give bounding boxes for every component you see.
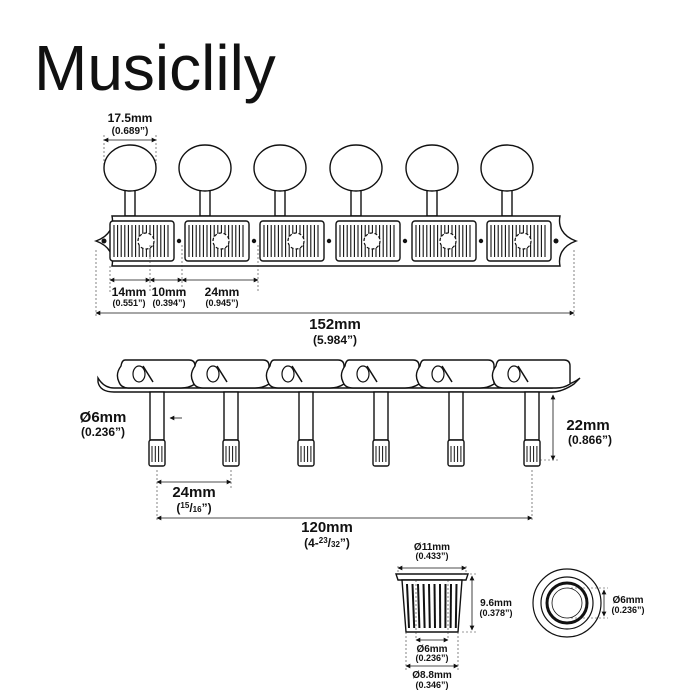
- post-shaft: [373, 391, 389, 441]
- bushing-rib: [454, 583, 458, 629]
- post-circle: [212, 232, 230, 250]
- total-length-mm: 152mm: [309, 316, 361, 333]
- housing-screw: [132, 365, 146, 383]
- bushing-inner-dia-mm: Ø6mm: [416, 644, 447, 655]
- span-mm: 120mm: [301, 519, 353, 536]
- tuner-button: [480, 144, 534, 192]
- bushing-rib: [422, 583, 426, 629]
- side-spacing-in: (15/16”): [176, 501, 211, 515]
- bushing-top-ring: [545, 581, 589, 625]
- bushing-inner-dia-in: (0.236”): [415, 653, 448, 663]
- bushing-height-in: (0.378”): [479, 608, 512, 618]
- post-tip: [148, 439, 166, 467]
- span-in: (4-23/32”): [304, 536, 350, 550]
- mount-hole-left: [101, 238, 107, 244]
- post-tip: [447, 439, 465, 467]
- housing-edge: [291, 365, 303, 383]
- tuner-button: [103, 144, 157, 192]
- top-view: 17.5mm (0.689”) 14mm (0.551”) 10mm (0.39…: [93, 111, 579, 347]
- housing-edge: [142, 365, 154, 383]
- bushing-side: Ø11mm (0.433”) 9.6mm (0.378”) Ø6mm (0.23…: [395, 542, 513, 690]
- tuner-housing: [415, 359, 495, 389]
- side-spacing-mm: 24mm: [172, 484, 215, 501]
- rivet: [251, 238, 257, 244]
- edge-to-post-mm: 14mm: [112, 285, 147, 299]
- mount-hole-right: [553, 238, 559, 244]
- side-view: Ø6mm (0.236”) 22mm (0.866”) 24mm (15/16”…: [80, 359, 612, 550]
- post-shaft: [298, 391, 314, 441]
- post-shaft: [448, 391, 464, 441]
- button-width-mm: 17.5mm: [108, 111, 153, 125]
- bushing-rib: [433, 583, 436, 629]
- post-height-mm: 22mm: [566, 417, 609, 434]
- rivet: [402, 238, 408, 244]
- bushing-top-hole: [551, 587, 583, 619]
- tuner-housing: [340, 359, 420, 389]
- housing-edge: [366, 365, 378, 383]
- bushing-top-dia-mm: Ø11mm: [414, 542, 450, 553]
- tuner-button: [178, 144, 232, 192]
- post-tip: [523, 439, 541, 467]
- post-height-in: (0.866”): [568, 433, 612, 447]
- rivet: [326, 238, 332, 244]
- housing-screw: [206, 365, 220, 383]
- housing-screw: [281, 365, 295, 383]
- gearboxes: [109, 220, 552, 262]
- housing-edge: [216, 365, 228, 383]
- tuner-button: [405, 144, 459, 192]
- bushing-rib: [406, 583, 410, 629]
- bushing-flange: [395, 573, 469, 581]
- bushing-rib: [411, 583, 416, 629]
- post-tip: [222, 439, 240, 467]
- housing-edge: [441, 365, 453, 383]
- bushing-rib: [428, 583, 431, 629]
- tuner-housing: [265, 359, 345, 389]
- bushing-body: [401, 579, 463, 633]
- bushing-height-mm: 9.6mm: [480, 598, 512, 609]
- tuner-buttons: [103, 144, 534, 217]
- bushing-rib: [417, 583, 421, 629]
- brand-title: Musiclily: [34, 32, 276, 104]
- post-circle: [287, 232, 305, 250]
- post-shaft: [223, 391, 239, 441]
- total-length-in: (5.984”): [313, 333, 357, 347]
- bushing-bottom-dia-in: (0.346”): [415, 680, 448, 690]
- bushing-hole-dia-in: (0.236”): [611, 605, 644, 615]
- tuner-button: [253, 144, 307, 192]
- housing-edge: [517, 365, 529, 383]
- post-tip: [372, 439, 390, 467]
- post-circle: [137, 232, 155, 250]
- tuner-housing: [491, 359, 571, 389]
- post-gap-in: (0.394”): [152, 298, 185, 308]
- post-shaft: [524, 391, 540, 441]
- housing-screw: [356, 365, 370, 383]
- housing-screw: [507, 365, 521, 383]
- string-posts: [148, 391, 541, 467]
- housing-screw: [431, 365, 445, 383]
- post-shaft: [149, 391, 165, 441]
- rivet: [176, 238, 182, 244]
- post-tip: [297, 439, 315, 467]
- post-spacing-in: (0.945”): [205, 298, 238, 308]
- side-housings: [116, 359, 571, 389]
- post-circle: [514, 232, 532, 250]
- edge-to-post-in: (0.551”): [112, 298, 145, 308]
- post-diameter-in: (0.236”): [81, 425, 125, 439]
- bushing-ribs: [406, 583, 458, 629]
- post-circle: [363, 232, 381, 250]
- bushing-bottom-dia-mm: Ø8.8mm: [412, 670, 452, 681]
- tuner-button: [329, 144, 383, 192]
- bushing-top-dia-in: (0.433”): [415, 551, 448, 561]
- rivet: [478, 238, 484, 244]
- button-width-in: (0.689”): [112, 126, 149, 137]
- bushing-top: Ø6mm (0.236”): [532, 568, 645, 638]
- tuner-housing: [116, 359, 196, 389]
- post-diameter-mm: Ø6mm: [80, 409, 127, 426]
- post-spacing-mm: 24mm: [205, 285, 240, 299]
- tuner-housing: [190, 359, 270, 389]
- post-gap-mm: 10mm: [152, 285, 187, 299]
- bushing-hole-dia-mm: Ø6mm: [612, 595, 643, 606]
- post-circle: [439, 232, 457, 250]
